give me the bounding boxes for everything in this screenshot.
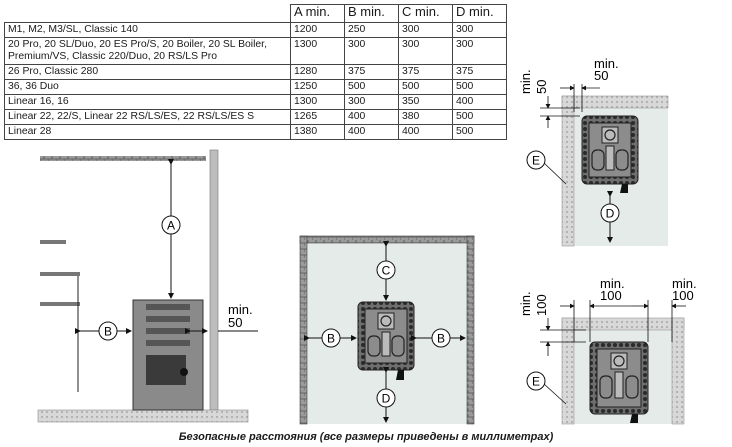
corner-top-min-h-text: min.: [594, 56, 619, 71]
label-c: C: [382, 264, 391, 278]
control-unit-icon: [630, 414, 638, 423]
side-wall: [209, 149, 219, 411]
corner-top-label-d: D: [606, 207, 615, 221]
corner-bottom-right-wall: [671, 317, 685, 425]
corner-bottom-label-e-circle: [526, 371, 546, 391]
top-right-wall: [466, 235, 475, 425]
table-row: 20 Pro, 20 SL/Duo, 20 ES Pro/S, 20 Boile…: [4, 37, 507, 65]
b-cell: 400: [344, 124, 399, 140]
side-view: A B min. 50: [37, 149, 258, 423]
top-left-wall: [299, 235, 308, 425]
label-b: B: [104, 325, 112, 339]
corner-view-top: min. 50 min. 50 D E: [518, 56, 669, 247]
d-cell: 300: [452, 37, 507, 65]
label-c-circle: [376, 260, 396, 280]
corner-top-e-leader: [543, 162, 567, 185]
shelf-lower: [40, 302, 80, 306]
top-back-wall: [299, 235, 475, 244]
corner-bottom-min-v-value: 100: [534, 294, 549, 316]
heater-side: [132, 299, 204, 411]
control-knob-icon: [180, 368, 188, 376]
heater-corner-bottom: [589, 341, 649, 423]
clearance-table: A min. B min. C min. D min. M1, M2, M3/S…: [4, 4, 507, 140]
corner-view-bottom: min. 100 min. 100 min. 100 E: [518, 276, 697, 425]
corner-top-left-wall: [561, 95, 575, 247]
corner-top-label-d-circle: [600, 203, 620, 223]
corner-bottom-left-wall: [561, 317, 575, 425]
c-cell: 300: [398, 37, 453, 65]
corner-bottom-min-v-text: min.: [518, 291, 533, 316]
corner-bottom-e-leader: [543, 383, 567, 405]
corner-bottom-min-h2-text: min.: [672, 276, 697, 291]
control-unit-icon: [620, 184, 628, 193]
label-b-circle: [98, 321, 118, 341]
heater-top: [357, 301, 415, 380]
shelf-upper: [40, 240, 66, 244]
ceiling-line: [40, 156, 206, 161]
side-min-value: 50: [228, 315, 242, 330]
a-cell: 1380: [290, 124, 345, 140]
label-b-left: B: [327, 332, 335, 346]
corner-top-min-h-value: 50: [594, 68, 608, 83]
model-cell: Linear 28: [4, 124, 291, 140]
label-b-right: B: [437, 332, 445, 346]
corner-top-label-e-circle: [526, 150, 546, 170]
side-min-text: min.: [228, 302, 253, 317]
label-a: A: [167, 219, 175, 233]
model-cell: 20 Pro, 20 SL/Duo, 20 ES Pro/S, 20 Boile…: [4, 37, 291, 65]
label-d: D: [382, 392, 391, 406]
control-unit-icon: [396, 370, 404, 380]
d-cell: 500: [452, 124, 507, 140]
heater-corner-top: [581, 115, 639, 193]
corner-bottom-min-h1-text: min.: [600, 276, 625, 291]
top-view: C D B B: [299, 235, 475, 425]
header-d: D min.: [452, 4, 507, 23]
corner-top-back-wall: [561, 95, 669, 109]
corner-bottom-label-e: E: [532, 375, 540, 389]
label-d-circle: [376, 388, 396, 408]
label-b-left-circle: [321, 328, 341, 348]
corner-top-label-e: E: [532, 154, 540, 168]
header-b: B min.: [344, 4, 399, 23]
shelf-middle: [40, 272, 80, 276]
corner-bottom-back-wall: [561, 317, 685, 331]
corner-top-min-v-value: 50: [534, 80, 549, 94]
corner-bottom-min-h2-value: 100: [672, 288, 694, 303]
label-a-circle: [161, 215, 181, 235]
diagram-caption: Безопасные расстояния (все размеры приве…: [178, 431, 554, 443]
floor: [37, 409, 249, 423]
corner-top-min-v-text: min.: [518, 69, 533, 94]
corner-bottom-min-h1-value: 100: [600, 288, 622, 303]
label-b-right-circle: [431, 328, 451, 348]
a-cell: 1300: [290, 37, 345, 65]
